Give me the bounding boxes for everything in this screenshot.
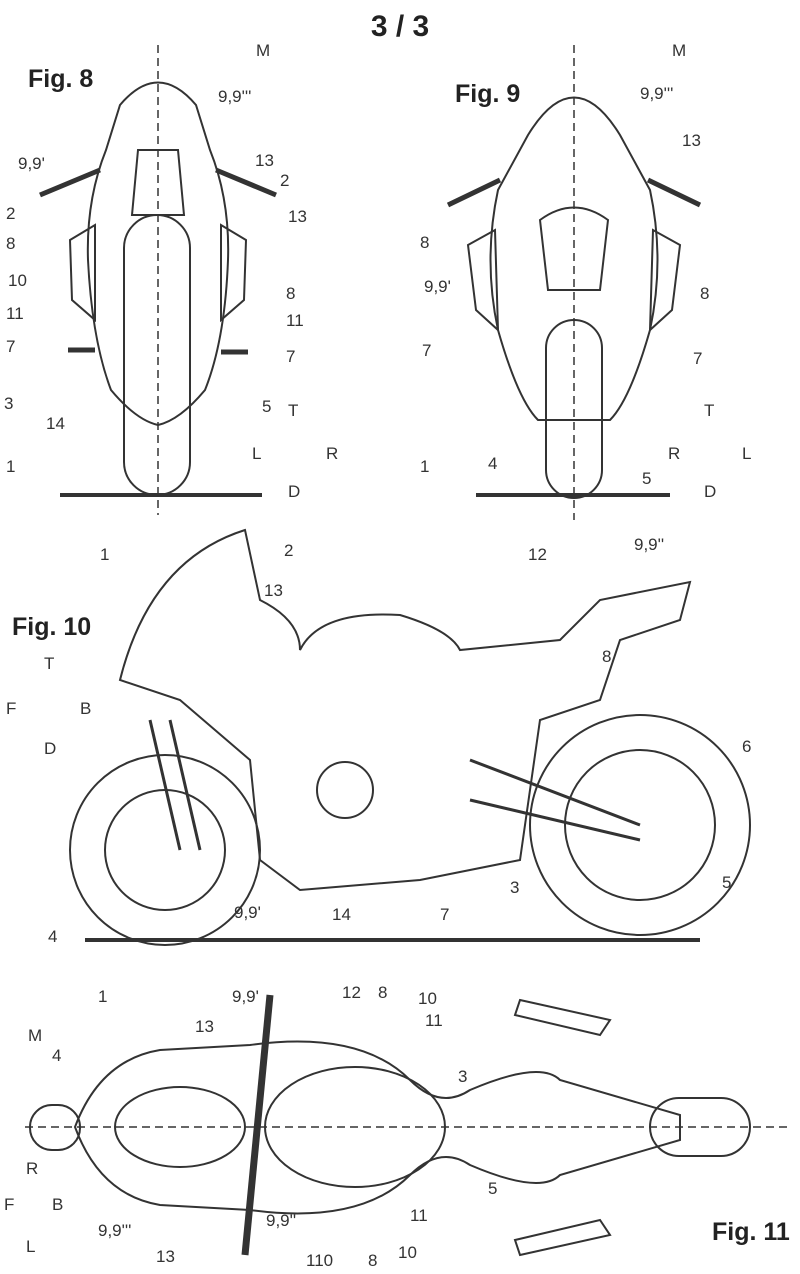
fig10-motorcycle-side bbox=[69, 528, 751, 946]
label: 9,9'' bbox=[266, 1211, 297, 1230]
label: 9,9' bbox=[232, 987, 259, 1006]
fig10-title: Fig. 10 bbox=[12, 613, 92, 641]
label: 3 bbox=[510, 878, 520, 897]
swingarm bbox=[469, 758, 641, 842]
fig11-title: Fig. 11 bbox=[712, 1218, 790, 1246]
label: 3 bbox=[458, 1067, 468, 1086]
axis-left: R bbox=[668, 444, 681, 463]
label: 10 bbox=[418, 989, 437, 1008]
axis-up: T bbox=[288, 401, 299, 420]
label: 7 bbox=[422, 341, 432, 360]
fairing bbox=[86, 81, 230, 427]
mirrors bbox=[513, 998, 612, 1257]
label: 13 bbox=[156, 1247, 175, 1266]
label: 1 bbox=[420, 457, 430, 476]
label: 7 bbox=[286, 347, 296, 366]
fig9-title: Fig. 9 bbox=[455, 80, 521, 108]
axis-down: D bbox=[288, 482, 301, 501]
label: 2 bbox=[280, 171, 290, 190]
label: 11 bbox=[286, 311, 304, 330]
label: 1 bbox=[100, 545, 110, 564]
label: 8 bbox=[286, 284, 296, 303]
label: 5 bbox=[488, 1179, 498, 1198]
axis-right: R bbox=[326, 444, 339, 463]
fig8-title: Fig. 8 bbox=[28, 65, 94, 93]
label: 8 bbox=[700, 284, 710, 303]
label: M bbox=[672, 41, 687, 60]
label: 7 bbox=[6, 337, 16, 356]
label: 7 bbox=[693, 349, 703, 368]
label: 11 bbox=[410, 1206, 428, 1225]
axis-right: L bbox=[742, 444, 752, 463]
label: 10 bbox=[398, 1243, 417, 1262]
label: 7 bbox=[440, 905, 450, 924]
front-wheel bbox=[123, 214, 191, 496]
label: 11 bbox=[6, 304, 24, 323]
label: 9,9''' bbox=[98, 1221, 132, 1240]
label: 110 bbox=[306, 1251, 334, 1270]
label: 12 bbox=[342, 983, 361, 1002]
label: 12 bbox=[528, 545, 547, 564]
axis-right: B bbox=[80, 699, 92, 718]
axis-left: F bbox=[4, 1195, 15, 1214]
label: 5 bbox=[722, 873, 732, 892]
label: 4 bbox=[488, 454, 498, 473]
handlebar bbox=[241, 994, 274, 1256]
label: M bbox=[256, 41, 271, 60]
label: 5 bbox=[262, 397, 272, 416]
label: 1 bbox=[6, 457, 16, 476]
label: 8 bbox=[420, 233, 430, 252]
label: 13 bbox=[682, 131, 701, 150]
label: 2 bbox=[6, 204, 16, 223]
axis-right: B bbox=[52, 1195, 64, 1214]
label: 1 bbox=[98, 987, 108, 1006]
label: 9,9'' bbox=[634, 535, 665, 554]
label: 14 bbox=[46, 414, 65, 433]
axis-down: D bbox=[44, 739, 57, 758]
label: 14 bbox=[332, 905, 351, 924]
label: M bbox=[28, 1026, 43, 1045]
axis-down: D bbox=[704, 482, 717, 501]
label: 9,9' bbox=[424, 277, 451, 296]
rear-wheel bbox=[529, 714, 751, 936]
label: 13 bbox=[255, 151, 274, 170]
body bbox=[118, 528, 692, 892]
axis-left: F bbox=[6, 699, 17, 718]
axis-down: L bbox=[26, 1237, 36, 1256]
label: 9,9' bbox=[18, 154, 45, 173]
mirrors bbox=[68, 223, 248, 323]
label: 6 bbox=[742, 737, 752, 756]
axis-left: L bbox=[252, 444, 262, 463]
label: 13 bbox=[288, 207, 307, 226]
axis-up: R bbox=[26, 1159, 39, 1178]
label: 13 bbox=[195, 1017, 214, 1036]
axis-up: T bbox=[44, 654, 55, 673]
label: 2 bbox=[284, 541, 294, 560]
label: 3 bbox=[4, 394, 14, 413]
fig8-motorcycle-front bbox=[39, 45, 277, 515]
axis-up: T bbox=[704, 401, 715, 420]
label: 8 bbox=[602, 647, 612, 666]
label: 8 bbox=[378, 983, 388, 1002]
label: 10 bbox=[8, 271, 27, 290]
label: 9,9''' bbox=[640, 84, 674, 103]
label: 4 bbox=[52, 1046, 62, 1065]
fig11-motorcycle-top bbox=[25, 994, 790, 1257]
label: 8 bbox=[6, 234, 16, 253]
sheet-number: 3 / 3 bbox=[370, 10, 430, 43]
label: 8 bbox=[368, 1251, 378, 1270]
label: 11 bbox=[425, 1011, 443, 1030]
fig9-motorcycle-front bbox=[446, 45, 702, 520]
label: 4 bbox=[48, 927, 58, 946]
label: 5 bbox=[642, 469, 652, 488]
label: 13 bbox=[264, 581, 283, 600]
label: 9,9' bbox=[234, 903, 261, 922]
label: 9,9''' bbox=[218, 87, 252, 106]
